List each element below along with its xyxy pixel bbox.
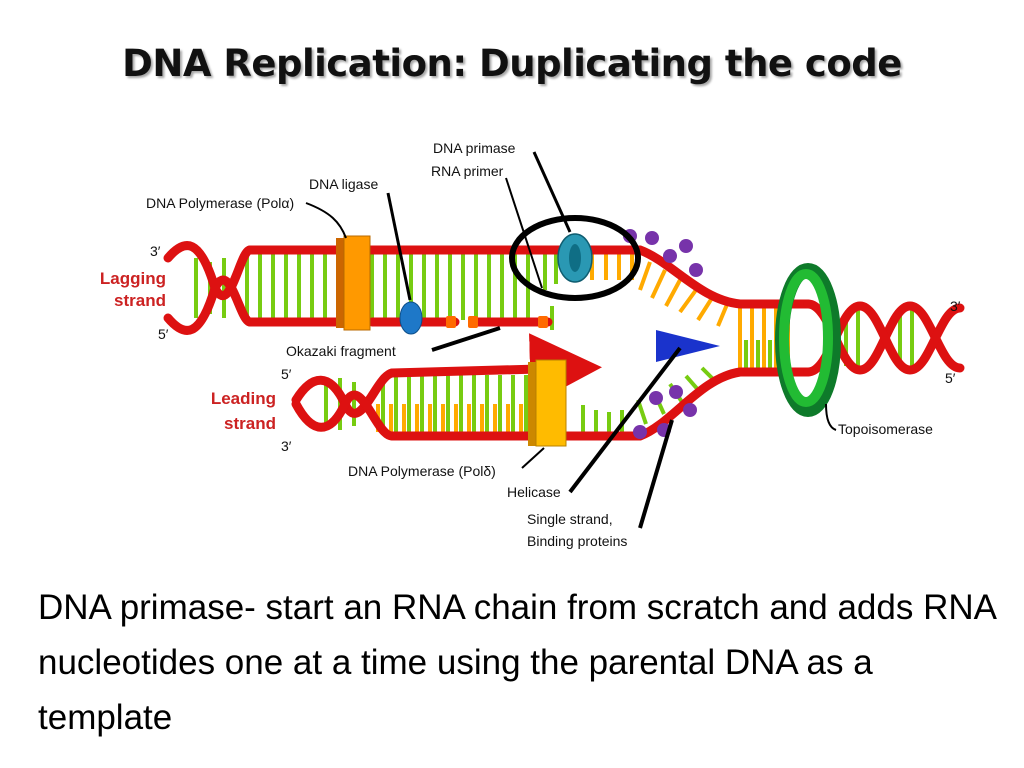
lagging-helix-bottom (163, 275, 255, 335)
topoisomerase (775, 263, 841, 417)
lagging-template-backbone (245, 245, 813, 309)
slide-body-text: DNA primase- start an RNA chain from scr… (38, 588, 996, 737)
leader-lines (305, 151, 837, 529)
dna-polymerase-alpha (336, 235, 371, 331)
label-pol-delta: DNA Polymerase (Polδ) (348, 463, 496, 479)
dna-replication-diagram: DNA primase RNA primer DNA ligase DNA Po… (100, 140, 965, 549)
label-lag-5prime: 5′ (158, 326, 169, 342)
label-right-5prime: 5′ (945, 370, 956, 386)
rna-primer-tabs (446, 316, 548, 328)
dna-polymerase-delta (528, 359, 567, 447)
dna-ligase (399, 301, 423, 335)
label-leading-line2: strand (224, 414, 276, 433)
label-lead-5prime: 5′ (281, 366, 292, 382)
primase-highlight-circle (509, 215, 641, 301)
base-pairs (194, 252, 914, 432)
label-lag-3prime: 3′ (150, 243, 161, 259)
helicase (656, 330, 720, 362)
label-ssb-line1: Single strand, (527, 511, 613, 527)
label-topoisomerase: Topoisomerase (838, 421, 933, 437)
label-dna-ligase: DNA ligase (309, 176, 378, 192)
dna-primase (557, 233, 593, 283)
rungs-lagging (245, 252, 558, 330)
rungs-leading-orange (376, 404, 523, 432)
label-pol-alpha: DNA Polymerase (Polα) (146, 195, 294, 211)
label-leading-line1: Leading (211, 389, 276, 408)
label-dna-primase: DNA primase (433, 140, 516, 156)
label-okazaki: Okazaki fragment (286, 343, 396, 359)
label-helicase: Helicase (507, 484, 561, 500)
rungs-lagging-fork (590, 252, 730, 327)
slide-title: DNA Replication: Duplicating the code (122, 42, 902, 85)
leading-helix-bottom (291, 390, 397, 441)
label-lagging-line2: strand (114, 291, 166, 310)
label-rna-primer: RNA primer (431, 163, 504, 179)
label-lagging-line1: Lagging (100, 269, 166, 288)
label-right-3prime: 3′ (950, 298, 961, 314)
label-lead-3prime: 3′ (281, 438, 292, 454)
label-ssb-line2: Binding proteins (527, 533, 627, 549)
